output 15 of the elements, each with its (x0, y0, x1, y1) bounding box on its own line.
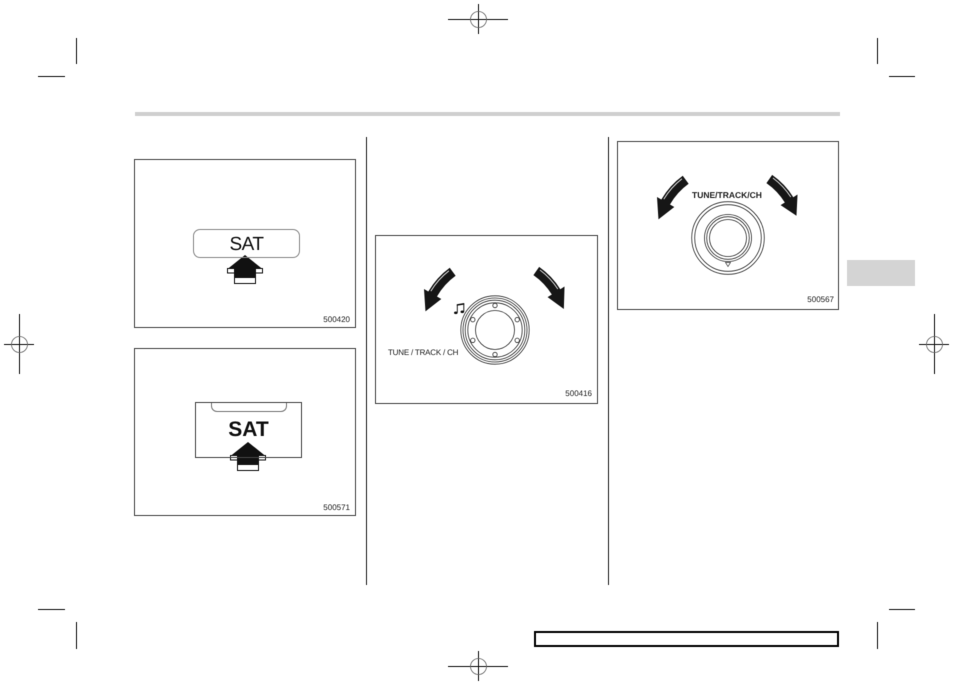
button-label: SAT (228, 419, 269, 440)
figure-panel (134, 159, 356, 328)
button-label: SAT (229, 235, 264, 254)
knob-label: TUNE/TRACK/CH (692, 191, 762, 200)
figure-number: 500567 (807, 296, 834, 304)
push-button (193, 229, 300, 258)
knob-label: TUNE / TRACK / CH (388, 349, 458, 357)
page-number-box (534, 631, 839, 647)
figure-number: 500571 (323, 504, 350, 512)
figure-panel (617, 141, 839, 310)
figure-number: 500416 (565, 390, 592, 398)
push-button (195, 402, 302, 458)
figure-panel (134, 348, 356, 516)
figure-number: 500420 (323, 316, 350, 324)
figure-panel (375, 235, 598, 404)
